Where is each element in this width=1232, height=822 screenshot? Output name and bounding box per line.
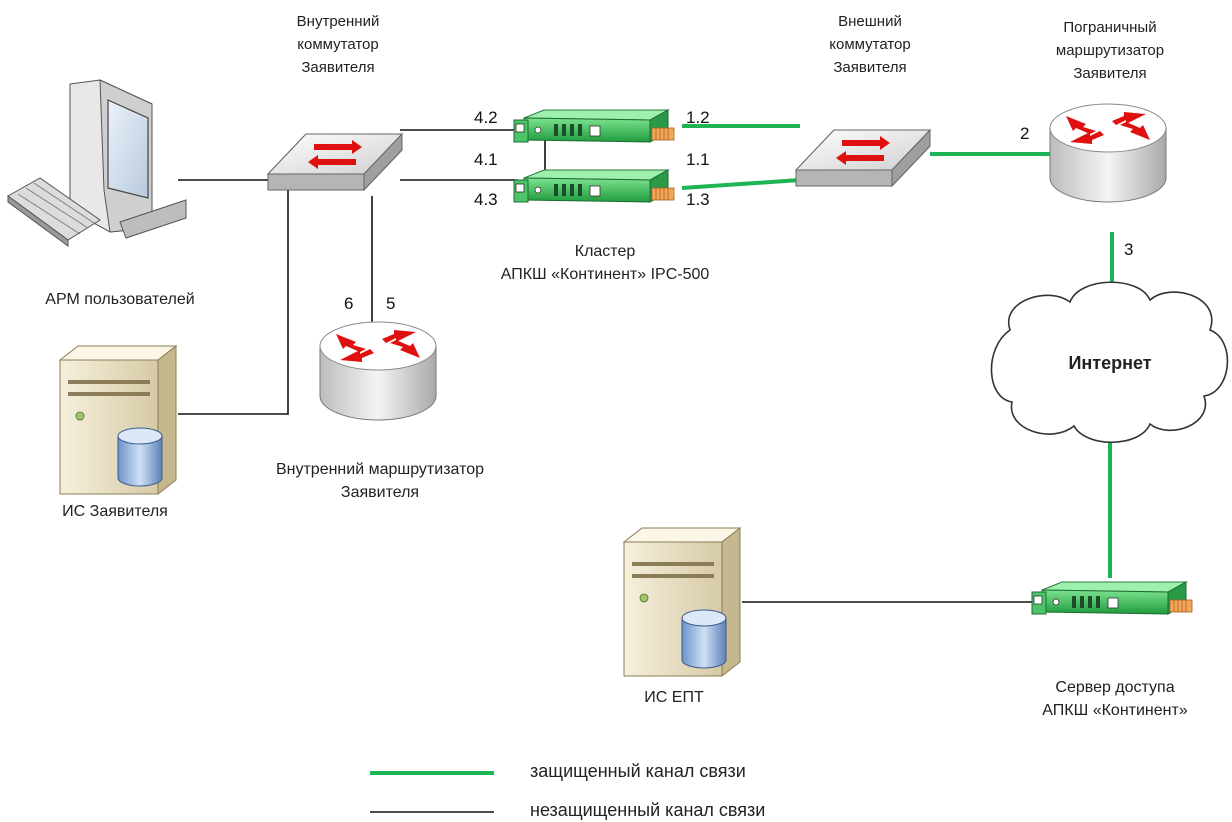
port-label-1-2: 1.2	[686, 108, 710, 127]
applicant-is-server-icon	[59, 345, 177, 495]
internal-router-label-line: Внутренний маршрутизатор	[275, 461, 485, 478]
border-router-label-line: маршрутизатор	[1055, 42, 1165, 59]
ept-is-label: ИС ЕПТ	[644, 689, 704, 706]
cluster-label: Кластер АПКШ «Континент» IPC-500	[460, 240, 750, 286]
external-switch-label: Внешний коммутатор Заявителя	[800, 10, 940, 79]
internal-router-label-line: Заявителя	[340, 484, 420, 501]
port-label-6: 6	[344, 294, 354, 313]
legend-secure-label: защищенный канал связи	[530, 761, 746, 781]
port-label-4-1: 4.1	[474, 150, 498, 169]
workstations-label: АРМ пользователей	[45, 291, 195, 308]
link-switch-is	[178, 190, 289, 415]
external-switch-label-line: Заявителя	[833, 59, 907, 76]
link-1-3	[681, 178, 801, 190]
port-label-4-2: 4.2	[474, 108, 498, 127]
cluster-device-top-icon	[513, 109, 675, 143]
keyboard-icon	[7, 177, 101, 247]
cluster-label-line: АПКШ «Континент» IPC-500	[500, 266, 710, 283]
internal-switch-label: Внутренний коммутатор Заявителя	[268, 10, 408, 79]
border-router-icon	[1049, 103, 1167, 203]
external-switch-icon	[795, 129, 931, 187]
external-switch-label-line: коммутатор	[829, 36, 911, 53]
port-label-2: 2	[1020, 124, 1030, 143]
border-router-label-line: Заявителя	[1073, 65, 1147, 82]
access-server-label-line: АПКШ «Континент»	[1042, 702, 1188, 719]
workstation-icon	[7, 79, 187, 247]
border-router-label: Пограничный маршрутизатор Заявителя	[1040, 16, 1180, 85]
secure-links	[681, 124, 1114, 578]
internal-switch-icon	[267, 133, 403, 191]
internal-switch-label-line: Внутренний	[296, 13, 380, 30]
internet-cloud-icon	[990, 281, 1229, 443]
internal-router-icon	[319, 321, 437, 421]
applicant-is-label: ИС Заявителя	[62, 503, 168, 520]
port-label-5: 5	[386, 294, 396, 313]
port-label-4-3: 4.3	[474, 190, 498, 209]
border-router-label-line: Пограничный	[1063, 19, 1157, 36]
cluster-label-line: Кластер	[574, 243, 636, 260]
insecure-links	[178, 129, 1034, 603]
access-server-label-line: Сервер доступа	[1055, 679, 1175, 696]
internal-router-label: Внутренний маршрутизатор Заявителя	[240, 458, 520, 504]
port-label-1-1: 1.1	[686, 150, 710, 169]
access-server-label: Сервер доступа АПКШ «Континент»	[1010, 676, 1220, 722]
legend-insecure-label: незащищенный канал связи	[530, 800, 766, 820]
internal-switch-label-line: коммутатор	[297, 36, 379, 53]
internal-switch-label-line: Заявителя	[301, 59, 375, 76]
cluster-device-bottom-icon	[513, 169, 675, 203]
port-label-1-3: 1.3	[686, 190, 710, 209]
internet-label: Интернет	[1068, 353, 1152, 373]
port-label-3: 3	[1124, 240, 1134, 259]
external-switch-label-line: Внешний	[838, 13, 902, 30]
ept-is-server-icon	[623, 527, 741, 677]
access-server-device-icon	[1031, 581, 1193, 615]
